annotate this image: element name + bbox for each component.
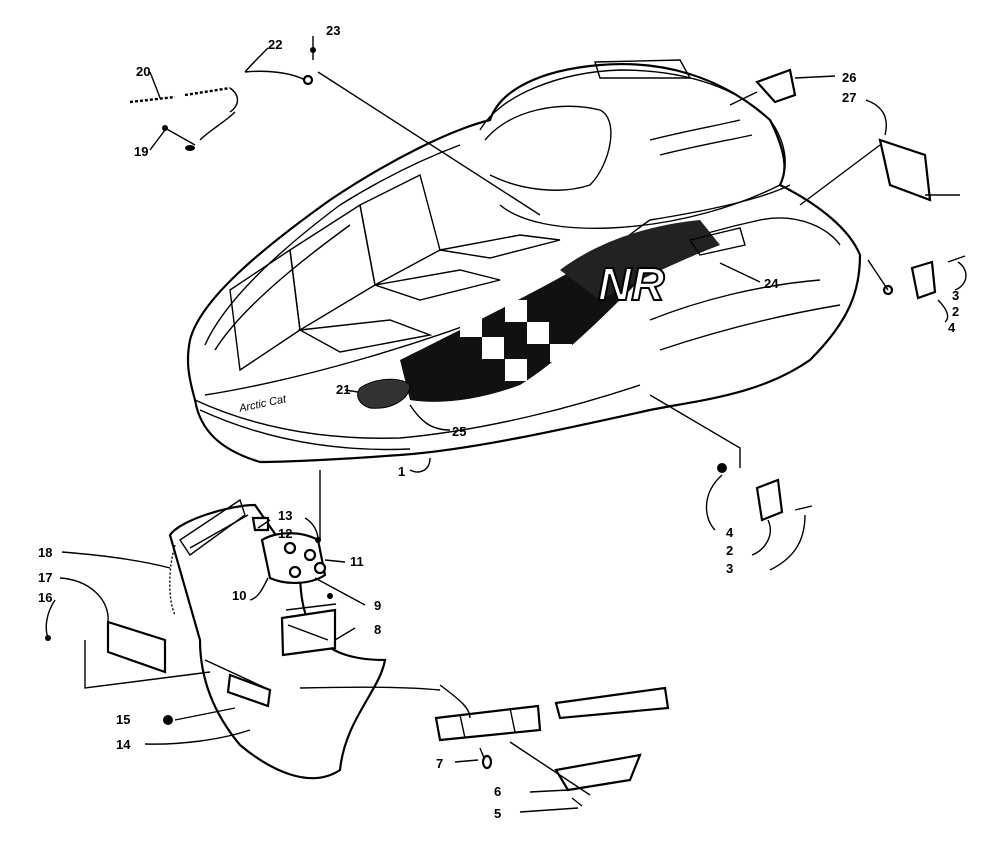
callout-4-lower: 4	[726, 525, 734, 540]
callout-2-lower: 2	[726, 543, 733, 558]
leader-lines	[45, 47, 967, 813]
windshield-decals	[755, 68, 932, 202]
front-bumper-parts	[434, 686, 670, 807]
callout-10: 10	[232, 588, 246, 603]
callout-3-right: 3	[952, 288, 959, 303]
callout-6: 6	[494, 784, 501, 799]
callout-19: 19	[134, 144, 148, 159]
hood-decal-graphic: NR Arctic Cat	[237, 220, 746, 415]
part-callouts: 1 2 3 4 4 2 3 5 6 7 8 9 10 11 12 13 14 1…	[38, 23, 959, 821]
callout-11: 11	[350, 554, 364, 569]
callout-8: 8	[374, 622, 381, 637]
callout-20: 20	[136, 64, 150, 79]
hood-assembly	[186, 59, 862, 464]
callout-17: 17	[38, 570, 52, 585]
callout-7: 7	[436, 756, 443, 771]
hood-hinge-right	[717, 255, 966, 522]
callout-9: 9	[374, 598, 381, 613]
callout-13: 13	[278, 508, 292, 523]
callout-15: 15	[116, 712, 130, 727]
callout-22: 22	[268, 37, 282, 52]
model-decal-text: NR	[598, 258, 664, 310]
callout-21: 21	[336, 382, 350, 397]
callout-16: 16	[38, 590, 52, 605]
callout-4-right: 4	[948, 320, 956, 335]
hood-restraint-cable-parts	[129, 36, 316, 151]
callout-1: 1	[398, 464, 405, 479]
callout-12: 12	[278, 526, 292, 541]
callout-23: 23	[326, 23, 340, 38]
callout-18: 18	[38, 545, 52, 560]
callout-5: 5	[494, 806, 501, 821]
callout-2-right: 2	[952, 304, 959, 319]
callout-25: 25	[452, 424, 466, 439]
nose-pan-assembly	[45, 498, 387, 780]
callout-24: 24	[764, 276, 779, 291]
callout-27: 27	[842, 90, 856, 105]
callout-3-lower: 3	[726, 561, 733, 576]
callout-14: 14	[116, 737, 131, 752]
callout-26: 26	[842, 70, 856, 85]
